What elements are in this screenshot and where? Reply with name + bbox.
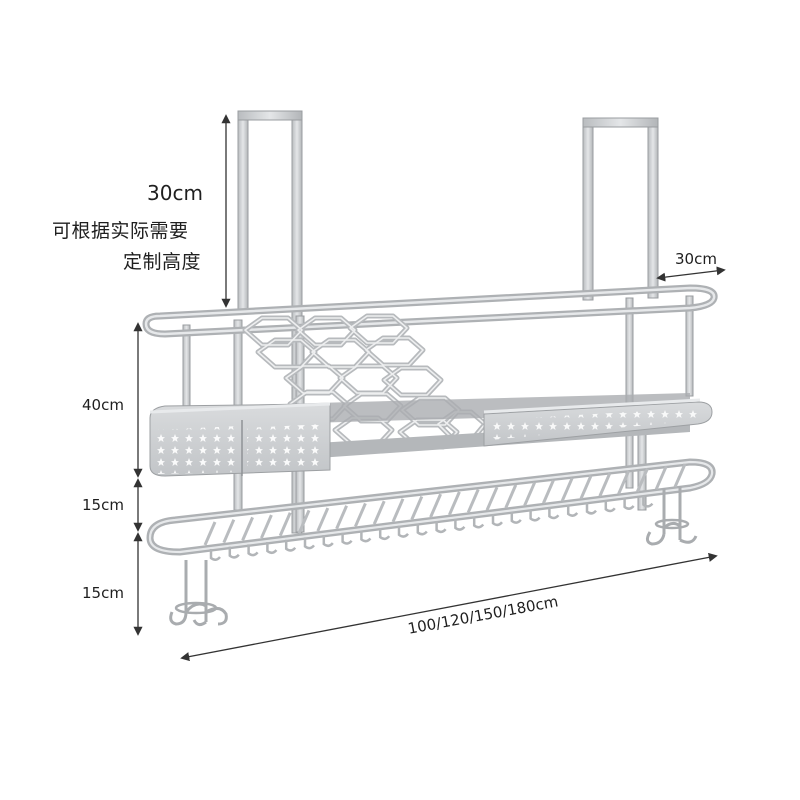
- wire-slat: [617, 470, 630, 495]
- label-depth: 30cm: [675, 250, 717, 268]
- wire-hook: [378, 528, 391, 541]
- label-top-height: 30cm: [147, 181, 203, 205]
- wire-hook: [566, 504, 579, 517]
- wire-slat: [222, 519, 236, 544]
- wire-slat: [391, 498, 405, 523]
- wire-slat: [560, 477, 574, 502]
- label-lower-height: 15cm: [82, 584, 124, 602]
- hook-cluster-left: [169, 560, 228, 627]
- wire-hook: [604, 500, 616, 513]
- label-middle-height: 15cm: [82, 496, 124, 514]
- wire-slat: [654, 465, 668, 490]
- wire-slat: [466, 488, 480, 514]
- wire-slat: [636, 468, 649, 493]
- label-custom-note-line1: 可根据实际需要: [52, 220, 189, 242]
- wire-slat: [335, 505, 348, 530]
- wire-hook: [491, 514, 503, 527]
- wire-hook: [623, 497, 635, 510]
- dimension-line-depth: [656, 266, 726, 282]
- wire-slat: [579, 475, 593, 500]
- label-custom-note-line2: 定制高度: [123, 251, 202, 273]
- wire-hook: [341, 532, 353, 545]
- wire-slat: [485, 486, 499, 511]
- wire-hook: [529, 509, 541, 522]
- wire-slat: [542, 479, 555, 504]
- wire-slat: [260, 514, 273, 539]
- wire-hook: [454, 518, 466, 531]
- wire-hook: [397, 525, 409, 538]
- wire-hook: [585, 502, 597, 515]
- middle-basket: [149, 393, 713, 477]
- wire-hook: [548, 507, 560, 520]
- wire-slat: [598, 472, 612, 497]
- wire-slat: [316, 507, 330, 532]
- wire-hook: [435, 521, 447, 534]
- label-upper-height: 40cm: [82, 396, 124, 414]
- hook-cluster-right: [645, 486, 698, 546]
- wire-hook: [303, 537, 315, 550]
- wire-slat: [203, 521, 217, 546]
- top-rail: [142, 284, 718, 338]
- wire-slat: [354, 502, 367, 528]
- wire-slat: [523, 481, 536, 507]
- hanging-bracket-right: [582, 117, 659, 301]
- wire-slat: [410, 495, 424, 521]
- wire-hook: [266, 542, 278, 555]
- wire-hook: [360, 530, 372, 543]
- wire-slat: [278, 512, 292, 537]
- wire-hook: [416, 523, 428, 536]
- wire-slat: [297, 509, 311, 534]
- wire-slat: [504, 484, 518, 509]
- wire-hook: [510, 511, 522, 524]
- wire-hook: [284, 539, 297, 552]
- wire-slat: [372, 500, 386, 525]
- wire-slat: [448, 491, 461, 516]
- wire-slat: [429, 493, 442, 518]
- wire-hook: [642, 495, 654, 508]
- wire-hook: [472, 516, 485, 529]
- wire-hook: [322, 535, 334, 548]
- wire-slat: [673, 463, 687, 488]
- dimension-line-width: [180, 552, 718, 662]
- wire-slat: [241, 516, 254, 541]
